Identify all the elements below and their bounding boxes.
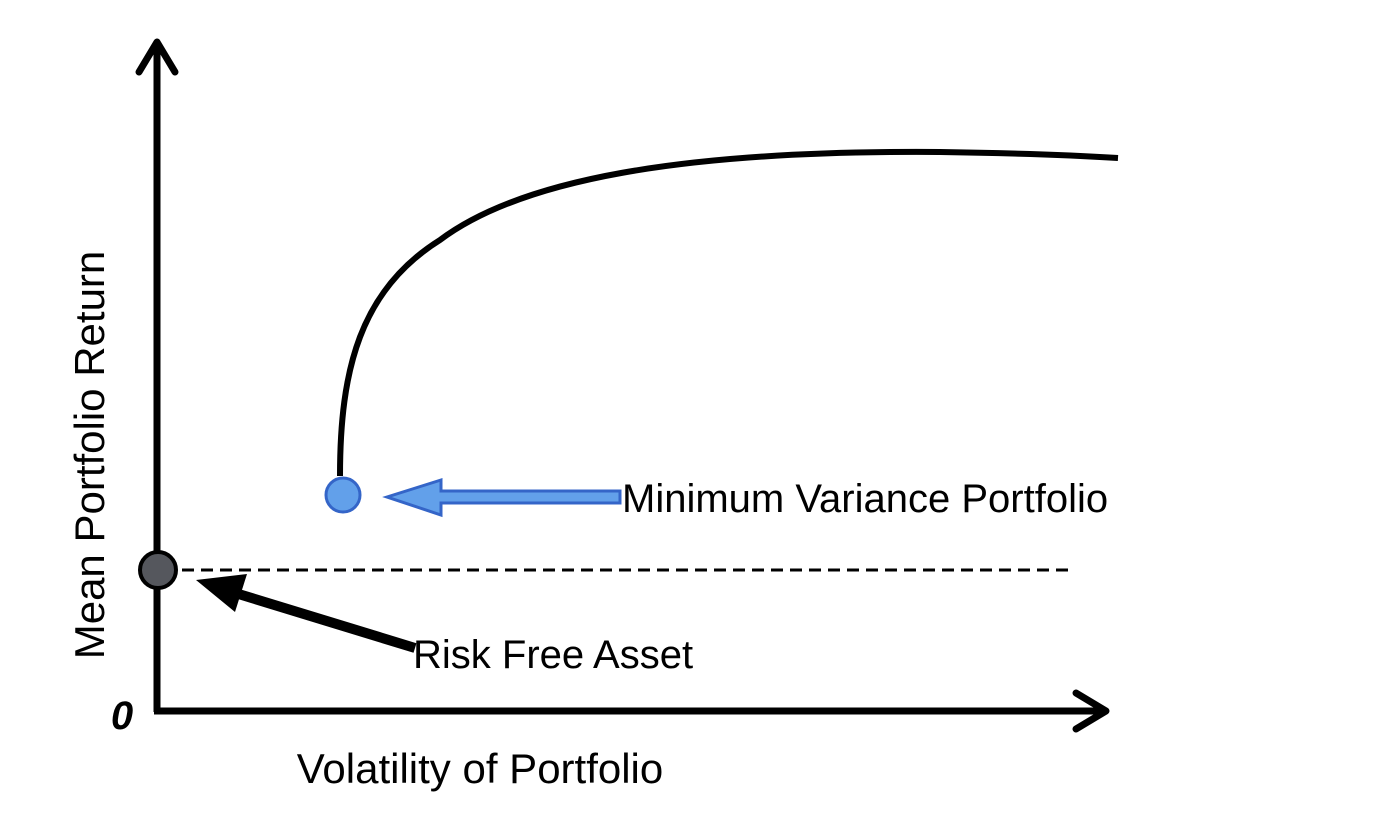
origin-label: 0 <box>111 694 133 738</box>
risk-free-arrowhead <box>196 574 247 612</box>
y-axis-arrowhead <box>135 38 179 76</box>
risk-free-point <box>138 550 178 590</box>
min-variance-point <box>324 476 362 514</box>
y-axis-label: Mean Portfolio Return <box>66 251 113 660</box>
efficient-frontier-curve <box>337 148 1119 477</box>
min-variance-arrow <box>382 477 622 518</box>
min-variance-label: Minimum Variance Portfolio <box>622 477 1108 521</box>
x-axis-label: Volatility of Portfolio <box>297 745 664 792</box>
risk-free-arrow-shaft <box>230 587 417 653</box>
x-axis-arrowhead <box>1072 689 1110 733</box>
risk-free-label: Risk Free Asset <box>413 633 693 677</box>
